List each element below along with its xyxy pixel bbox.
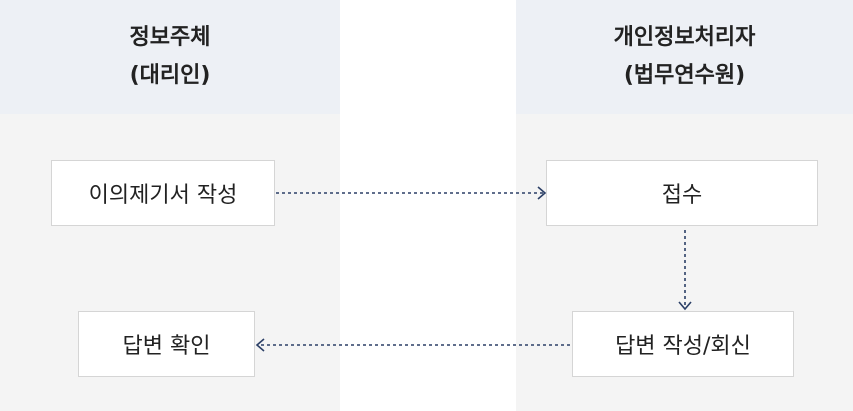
arrowhead-receive (537, 186, 547, 200)
processor-title: 개인정보처리자 (613, 25, 756, 50)
step-receive-label: 접수 (661, 183, 703, 208)
step-reply-confirm-label: 답변 확인 (122, 334, 211, 359)
arrowhead-reply-write (678, 301, 692, 311)
subject-title: 정보주체 (129, 25, 211, 50)
processor-subtitle: (법무연수원) (623, 63, 746, 88)
subject-column-header: 정보주체 (대리인) (0, 0, 340, 114)
step-reply-write-box: 답변 작성/회신 (572, 311, 794, 377)
step-receive-box: 접수 (546, 160, 818, 226)
step-reply-confirm-box: 답변 확인 (78, 311, 255, 377)
arrowhead-reply-confirm (255, 338, 265, 352)
subject-subtitle: (대리인) (129, 63, 211, 88)
step-objection-box: 이의제기서 작성 (51, 160, 275, 226)
step-reply-write-label: 답변 작성/회신 (615, 334, 751, 359)
processor-column-header: 개인정보처리자 (법무연수원) (516, 0, 853, 114)
step-objection-label: 이의제기서 작성 (88, 183, 238, 208)
